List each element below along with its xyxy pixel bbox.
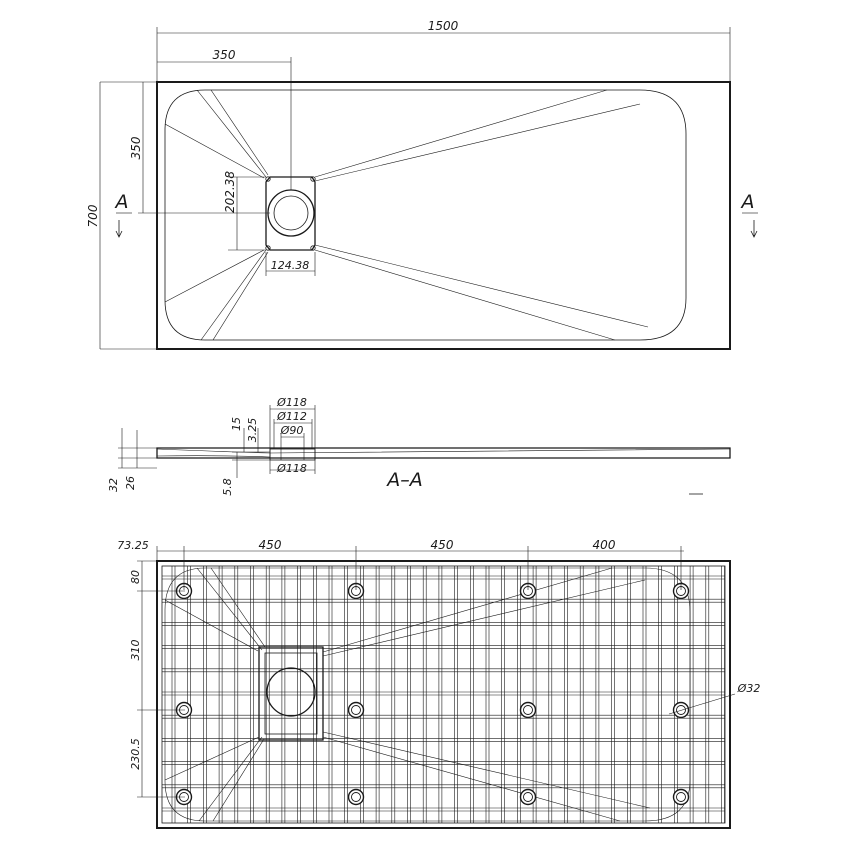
support-grid [162,566,725,823]
dim-span-1: 450 [259,538,282,552]
bottom-drain [258,646,324,741]
support-foot [672,701,690,719]
dim-dia-bottom: Ø118 [276,462,307,475]
section-profile [156,447,731,459]
dim-height-total: 32 [107,478,120,492]
dim-edge-offset: 73.25 [117,539,149,552]
dim-foot-dia: Ø32 [737,682,761,695]
section-arrow-right [750,220,758,238]
section-title: A–A [385,469,423,491]
dim-span-v2: 230.5 [129,738,142,770]
dim-height-edge: 26 [124,476,137,490]
support-foot [672,788,690,806]
dim-depth-5-8: 5.8 [221,478,234,496]
support-foot [519,788,537,806]
tray-outline [156,81,731,350]
section-dimensions [118,405,316,478]
section-mark-right: A [740,191,755,213]
dim-dia-top-outer: Ø118 [276,396,307,409]
dim-span-v1: 310 [129,640,142,661]
dim-overall-depth: 700 [86,204,100,227]
bottom-basin [164,567,691,822]
support-foot [347,788,365,806]
bottom-slope-lines [164,567,651,822]
inner-basin [164,89,687,341]
dim-overall-width: 1500 [428,19,459,33]
top-view: 1500 350 350 700 202.38 124.38 A A [86,19,758,350]
support-foot [347,582,365,600]
dim-span-2: 450 [431,538,454,552]
dim-drain-box-height: 202.38 [223,171,237,213]
drain-box [265,176,316,251]
dim-top-offset: 80 [129,570,142,584]
section-view: Ø118 Ø112 Ø90 Ø118 15 3.25 5.8 32 26 A–A [107,396,731,496]
dim-dia-inner: Ø90 [280,424,304,437]
dim-span-3: 400 [593,538,616,552]
support-foot [519,701,537,719]
slope-lines [164,89,649,341]
section-mark-left: A [114,191,129,213]
dim-dia-top-mid: Ø112 [276,410,307,423]
bottom-dimensions [137,546,736,798]
dim-drain-offset-x: 350 [213,48,236,62]
bottom-outline [156,560,731,829]
dim-drain-box-width: 124.38 [271,259,310,272]
dim-depth-3-25: 3.25 [246,418,259,443]
bottom-view: 73.25 450 450 400 80 310 230.5 Ø32 [117,538,761,829]
dim-depth-15: 15 [230,417,243,431]
top-dimensions [99,27,731,350]
section-arrow-left [115,220,123,238]
dim-drain-offset-y: 350 [129,136,143,159]
support-foot [347,701,365,719]
